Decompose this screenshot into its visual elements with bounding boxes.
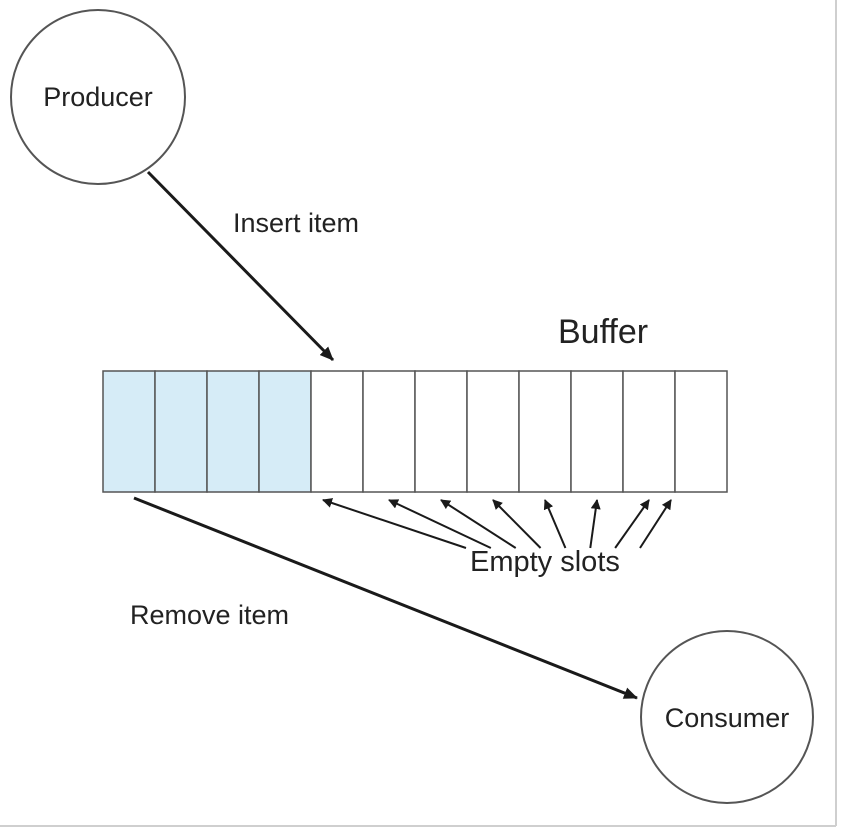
buffer-slot-filled (102, 370, 156, 493)
remove-item-label: Remove item (130, 600, 289, 630)
empty-slots-label: Empty slots (470, 546, 620, 578)
consumer-label: Consumer (665, 703, 790, 733)
buffer-slot-empty (310, 370, 364, 493)
buffer-slot-filled (206, 370, 260, 493)
insert-arrow (146, 170, 335, 362)
buffer-slot-empty (362, 370, 416, 493)
buffer-slot-filled (154, 370, 208, 493)
empty-slot-arrow (440, 499, 517, 549)
producer-node: Producer (10, 9, 186, 185)
buffer (102, 370, 728, 493)
buffer-slot-empty (518, 370, 572, 493)
empty-slot-arrow (614, 499, 650, 549)
empty-slot-arrow (492, 499, 542, 549)
producer-circle (10, 9, 186, 185)
buffer-slot-empty (674, 370, 728, 493)
insert-item-label: Insert item (233, 208, 359, 238)
buffer-slot-filled (258, 370, 312, 493)
consumer-node: Consumer (640, 630, 814, 804)
empty-slot-arrow (388, 499, 492, 549)
empty-slot-arrows (322, 498, 672, 549)
buffer-label: Buffer (558, 313, 648, 351)
remove-arrow (133, 496, 638, 700)
buffer-slot-empty (570, 370, 624, 493)
empty-slot-arrow (639, 499, 672, 549)
buffer-slot-empty (622, 370, 676, 493)
empty-slot-arrow (322, 498, 467, 549)
producer-label: Producer (43, 82, 153, 112)
empty-slot-arrow (543, 499, 567, 549)
empty-slot-arrow (589, 499, 601, 549)
buffer-slot-empty (414, 370, 468, 493)
consumer-circle (640, 630, 814, 804)
buffer-slot-empty (466, 370, 520, 493)
